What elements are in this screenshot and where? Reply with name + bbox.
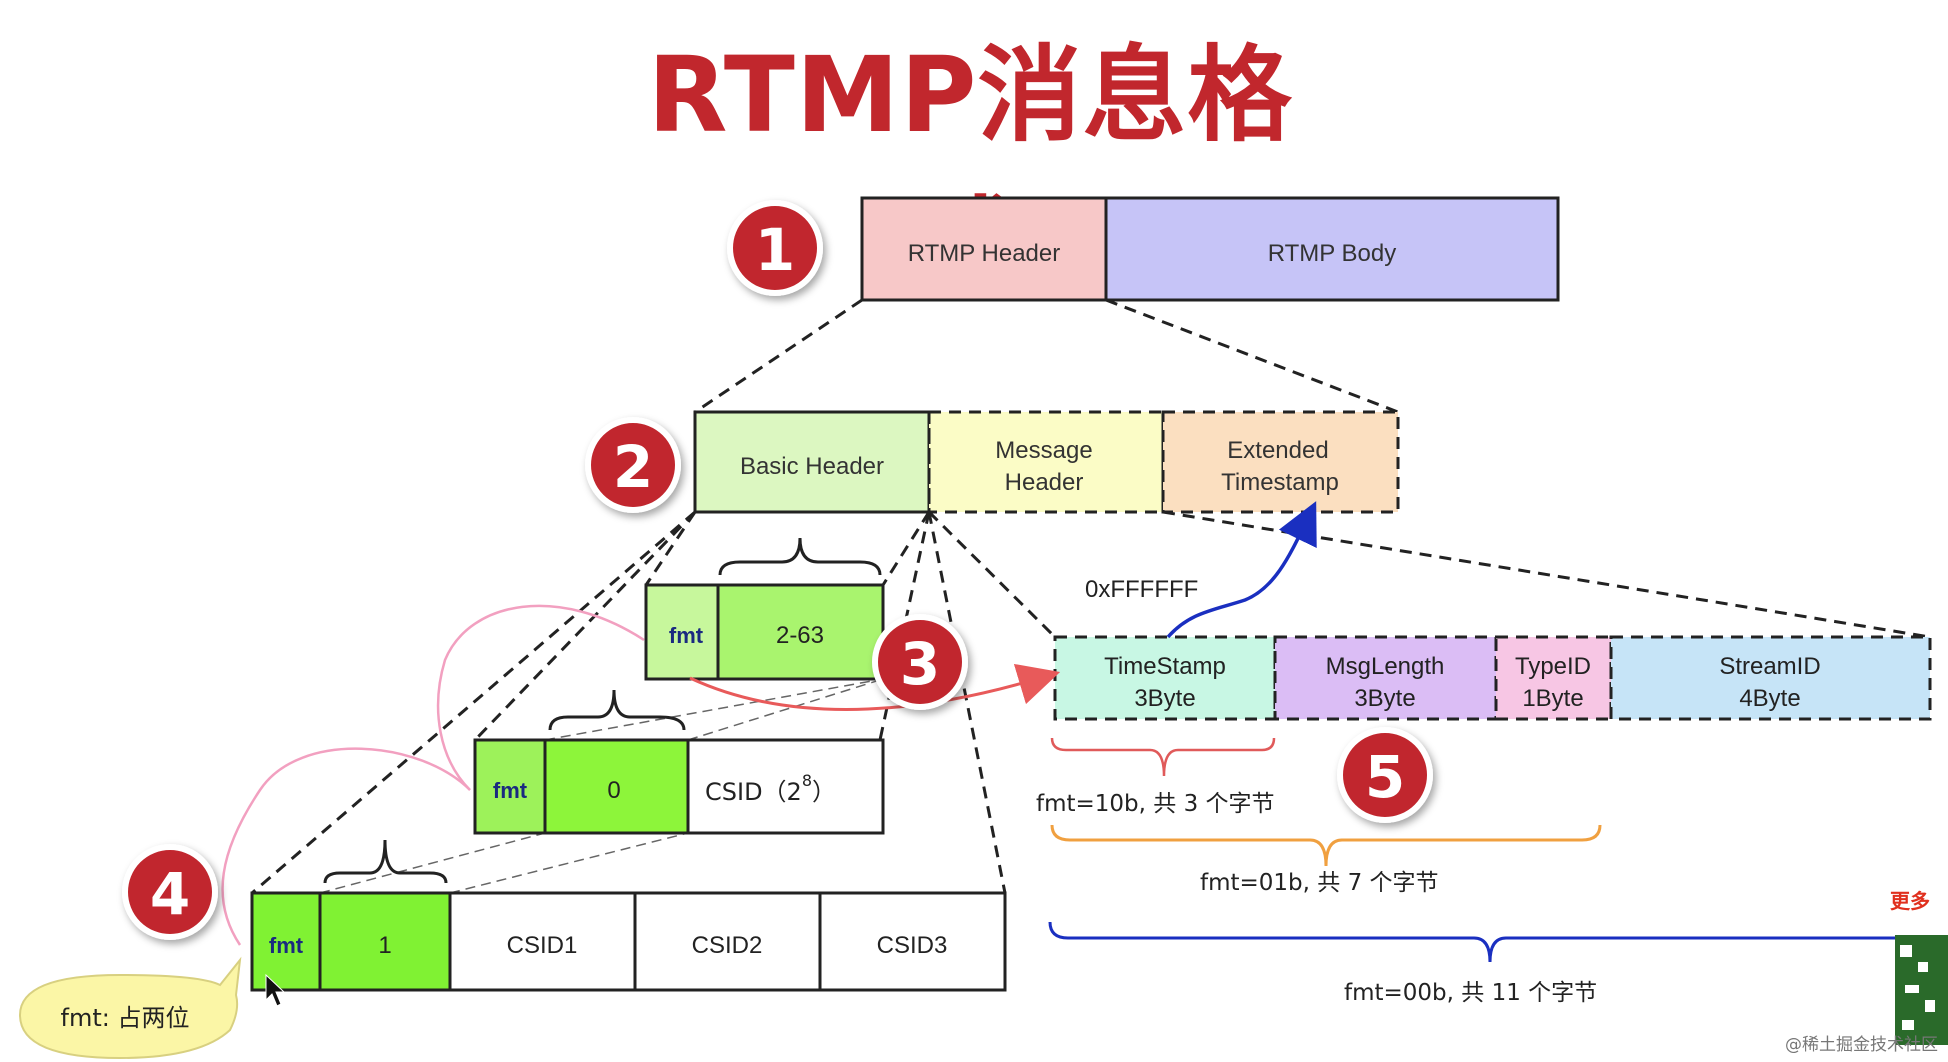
pink-curves [221, 604, 645, 946]
zero-cell [543, 738, 690, 835]
streamid-label-1: StreamID [1719, 653, 1820, 680]
rtmp-packet: RTMP Header RTMP Body [860, 196, 1560, 302]
msglength-label-1: MsgLength [1326, 653, 1445, 680]
msglength-label-2: 3Byte [1354, 685, 1415, 712]
mouse-cursor-icon [265, 973, 286, 1007]
fmt-label-2: fmt [493, 778, 528, 803]
streamid-field [1609, 635, 1932, 721]
badge-2-label: 2 [613, 433, 653, 501]
badge-1-label: 1 [755, 216, 795, 284]
brace-fmt01 [1050, 824, 1602, 867]
csid-28-exp: 8 [802, 771, 812, 790]
csid1-cell [448, 891, 637, 992]
brace-fmt00 [1048, 921, 1900, 963]
fmt-label-3: fmt [269, 933, 304, 958]
fmt-cell-1 [644, 583, 720, 681]
extended-timestamp-label-1: Extended [1227, 437, 1328, 464]
brace-fmt10 [1050, 737, 1276, 777]
rtmp-header-label: RTMP Header [908, 240, 1061, 267]
fmt-label-1: fmt [669, 623, 704, 648]
message-header-label-1: Message [995, 437, 1092, 464]
blue-arrow [1166, 501, 1317, 639]
message-header-fields: TimeStamp 3Byte MsgLength 3Byte TypeID 1… [1053, 635, 1932, 721]
fmt-tooltip: fmt: 占两位 [18, 956, 242, 1060]
csid-range-label: 2-63 [776, 622, 824, 649]
timestamp-label-2: 3Byte [1134, 685, 1195, 712]
typeid-label-1: TypeID [1515, 653, 1591, 680]
expansion-lines-1 [694, 298, 1399, 414]
rtmp-header-box [860, 196, 1108, 302]
fmt00-note: fmt=00b, 共 11 个字节 [1344, 980, 1597, 1006]
zero-label: 0 [607, 777, 620, 804]
brace-row1 [718, 537, 882, 576]
message-header-box [927, 410, 1165, 514]
one-label: 1 [378, 932, 391, 959]
typeid-field [1494, 635, 1613, 721]
rtmp-body-label: RTMP Body [1268, 240, 1397, 267]
red-arrow [689, 663, 1061, 711]
fmt10-note: fmt=10b, 共 3 个字节 [1036, 791, 1275, 817]
csid-28-cell [686, 738, 885, 835]
timestamp-field [1053, 635, 1277, 721]
badge-5: 5 [1337, 727, 1433, 823]
badge-5-label: 5 [1365, 743, 1405, 811]
msglength-field [1273, 635, 1498, 721]
brace-row3 [323, 839, 448, 884]
badge-3: 3 [872, 614, 968, 710]
corner-text: 更多 [1890, 889, 1930, 913]
thin-dashed-lines [319, 678, 884, 894]
brace-row2 [548, 689, 686, 731]
csid3-label: CSID3 [877, 932, 948, 959]
rtmp-header-parts: Basic Header Message Header Extended Tim… [693, 410, 1400, 514]
badge-3-label: 3 [900, 630, 940, 698]
rtmp-body-box [1104, 196, 1560, 302]
badge-1: 1 [727, 200, 823, 296]
badge-2: 2 [585, 417, 681, 513]
ext-ts-value: 0xFFFFFF [1085, 576, 1198, 603]
typeid-label-2: 1Byte [1522, 685, 1583, 712]
fmt01-note: fmt=01b, 共 7 个字节 [1200, 870, 1439, 896]
fmt-cell-3 [250, 891, 322, 992]
basic-header-format-1: fmt 2-63 [644, 537, 885, 681]
csid2-label: CSID2 [692, 932, 763, 959]
csid-28-close: ） [812, 778, 836, 806]
tooltip-text: fmt: 占两位 [61, 1004, 190, 1032]
extended-timestamp-box [1161, 410, 1400, 514]
badge-4-label: 4 [150, 860, 190, 928]
timestamp-label-1: TimeStamp [1104, 653, 1226, 680]
csid-28-base: CSID（2 [705, 778, 802, 806]
message-header-label-2: Header [1005, 469, 1084, 496]
qr-code-image [1895, 935, 1948, 1045]
streamid-label-2: 4Byte [1739, 685, 1800, 712]
csid2-cell [633, 891, 822, 992]
one-cell [318, 891, 452, 992]
watermark: @稀土掘金技术社区 [1785, 1035, 1938, 1055]
extended-timestamp-label-2: Timestamp [1221, 469, 1339, 496]
basic-header-format-2: fmt 0 CSID（28） [473, 689, 885, 835]
badge-4: 4 [122, 844, 218, 940]
csid-28-label: CSID（28） [705, 771, 836, 806]
basic-header-format-3: fmt 1 CSID1 CSID2 CSID3 [250, 839, 1007, 992]
csid-2-63-cell [716, 583, 885, 681]
csid3-cell [818, 891, 1007, 992]
basic-header-label: Basic Header [740, 453, 884, 480]
csid1-label: CSID1 [507, 932, 578, 959]
